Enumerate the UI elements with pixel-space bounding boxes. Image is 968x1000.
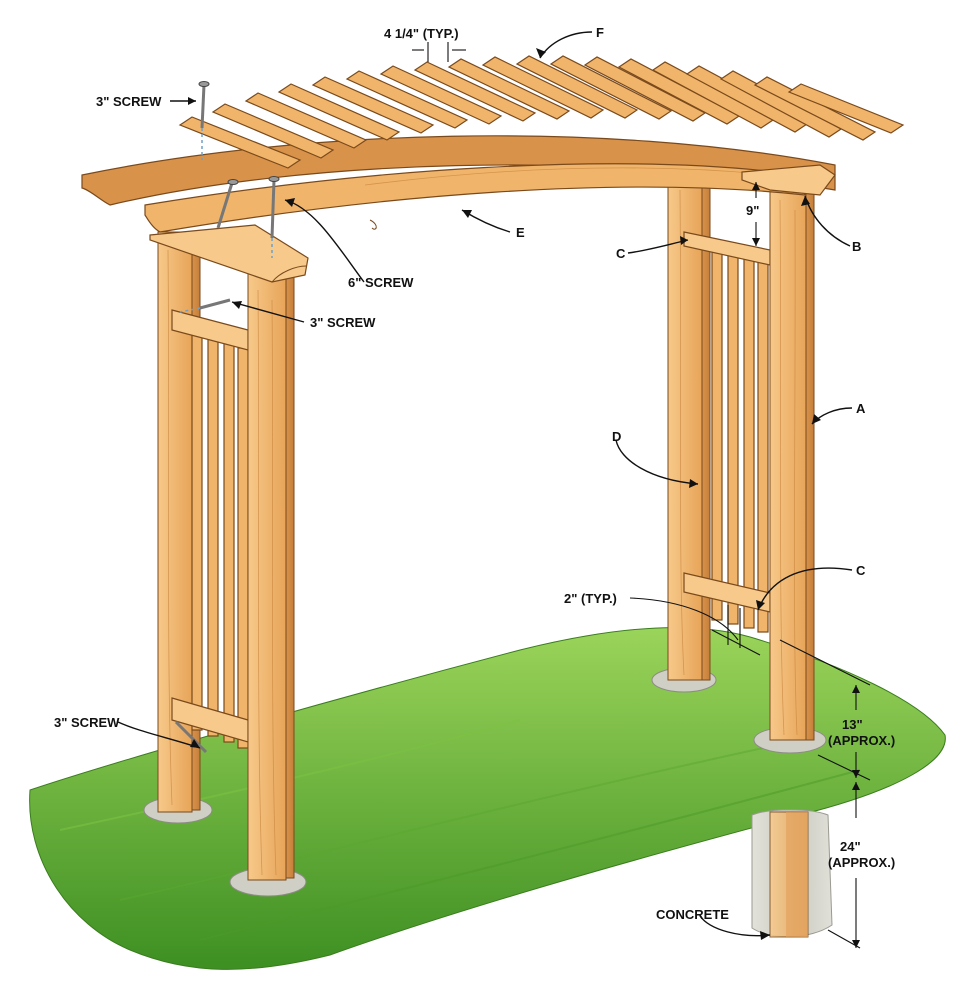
- label-part-c-top: C: [616, 246, 626, 261]
- label-part-e: E: [516, 225, 525, 240]
- post-cap-left: [149, 224, 309, 283]
- label-part-b: B: [852, 239, 861, 254]
- callout-labels: 4 1/4" (TYP.) F 3" SCREW E 6" SCREW 3" S…: [54, 25, 895, 922]
- arrowheads: [188, 48, 860, 948]
- label-part-a: A: [856, 401, 866, 416]
- label-dim-13-approx: (APPROX.): [828, 733, 895, 748]
- label-rafter-spacing: 4 1/4" (TYP.): [384, 26, 459, 41]
- label-screw-top: 3" SCREW: [96, 94, 162, 109]
- concrete-footing-detail: [751, 809, 833, 938]
- arch-beam-front-e: [144, 163, 806, 233]
- label-dim-13: 13": [842, 717, 863, 732]
- label-screw-mid: 3" SCREW: [310, 315, 376, 330]
- label-slat-gap: 2" (TYP.): [564, 591, 617, 606]
- label-dim-24-approx: (APPROX.): [828, 855, 895, 870]
- label-dim-24: 24": [840, 839, 861, 854]
- post-cap-right-b: [741, 164, 836, 196]
- label-concrete: CONCRETE: [656, 907, 729, 922]
- right-side-frame: [667, 169, 815, 741]
- label-part-c-bottom: C: [856, 563, 866, 578]
- screws: [174, 81, 280, 754]
- label-part-f: F: [596, 25, 604, 40]
- label-screw-6: 6" SCREW: [348, 275, 414, 290]
- label-part-d: D: [612, 429, 621, 444]
- left-side-frame: [157, 231, 295, 881]
- label-dim-9: 9": [746, 203, 759, 218]
- rafters-f: [178, 55, 905, 169]
- label-screw-bottom: 3" SCREW: [54, 715, 120, 730]
